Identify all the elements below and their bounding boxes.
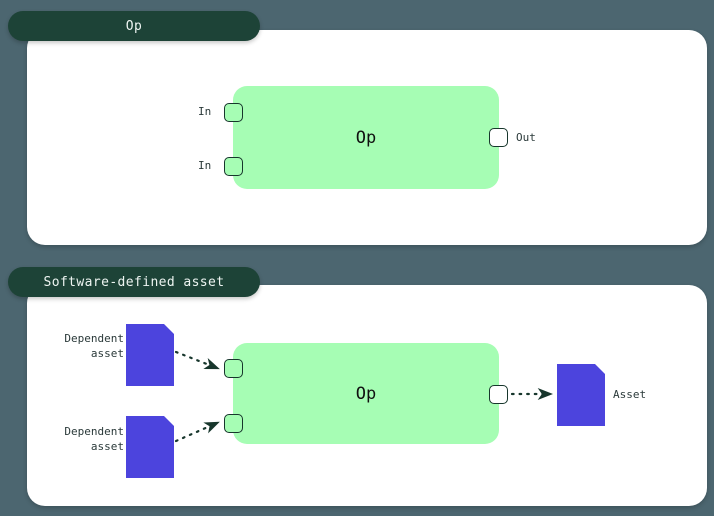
dependent-asset-label-1: Dependent asset: [64, 332, 124, 360]
port-in-1[interactable]: [224, 103, 243, 122]
port-out-1[interactable]: [489, 128, 508, 147]
asset-label: Asset: [613, 388, 647, 401]
dependent-asset-label-2: Dependent asset: [64, 425, 124, 453]
port-label-out-1: Out: [516, 131, 536, 144]
port-label-in-1: In: [198, 105, 212, 118]
port-out-2[interactable]: [489, 385, 508, 404]
panel-tab-op[interactable]: Op: [8, 11, 260, 41]
asset-document-icon-dependent-2[interactable]: [126, 416, 174, 478]
port-in-2[interactable]: [224, 157, 243, 176]
panel-tab-software-defined-asset[interactable]: Software-defined asset: [8, 267, 260, 297]
op-box-top[interactable]: Op: [233, 86, 499, 189]
asset-document-icon-dependent-1[interactable]: [126, 324, 174, 386]
op-box-bottom[interactable]: Op: [233, 343, 499, 444]
asset-document-icon-output[interactable]: [557, 364, 605, 426]
port-label-in-2: In: [198, 159, 212, 172]
port-in-3[interactable]: [224, 359, 243, 378]
port-in-4[interactable]: [224, 414, 243, 433]
